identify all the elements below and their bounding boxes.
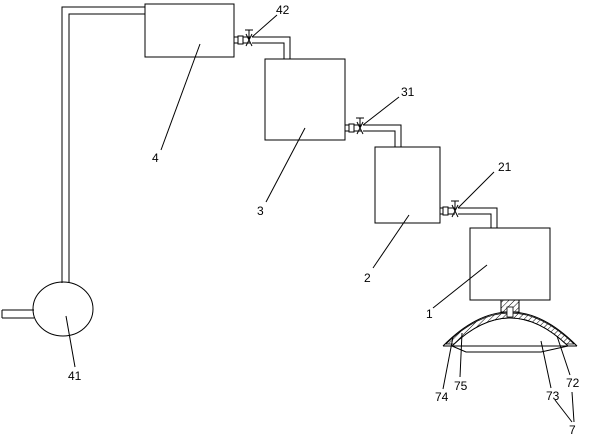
label-part-73: 73 xyxy=(546,389,560,403)
valve-31-pipe xyxy=(345,117,402,147)
tank-1 xyxy=(469,227,551,301)
label-tank-2: 2 xyxy=(364,271,371,285)
cap-assembly-7 xyxy=(442,306,578,353)
valve-42-pipe xyxy=(234,29,291,59)
label-tank-3: 3 xyxy=(257,204,264,218)
label-part-75: 75 xyxy=(454,379,468,393)
label-pump-41: 41 xyxy=(68,369,82,383)
label-cap-7: 7 xyxy=(569,423,576,437)
tank-3 xyxy=(264,58,346,141)
label-valve-21: 21 xyxy=(498,160,512,174)
label-valve-31: 31 xyxy=(401,85,415,99)
tank-2 xyxy=(374,146,441,224)
pump-41 xyxy=(1,281,94,337)
label-tank-1: 1 xyxy=(426,307,433,321)
label-valve-42: 42 xyxy=(276,3,290,17)
label-tank-4: 4 xyxy=(152,151,159,165)
valve-21-pipe xyxy=(440,200,498,228)
pipe-pump-to-tank-4 xyxy=(61,6,145,283)
tank-4 xyxy=(144,3,235,58)
label-part-74: 74 xyxy=(435,390,449,404)
leader-lines xyxy=(65,14,575,423)
label-part-72: 72 xyxy=(566,376,580,390)
